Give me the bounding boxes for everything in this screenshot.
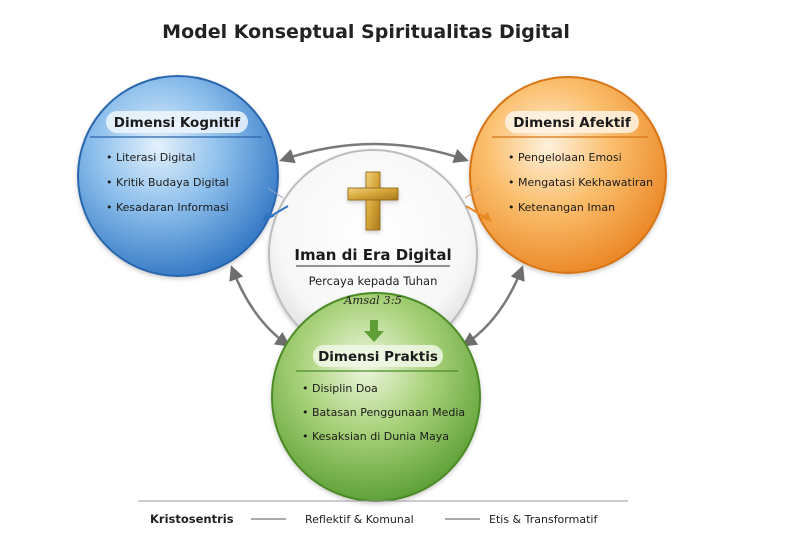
kognitif-title: Dimensi Kognitif <box>114 115 241 131</box>
center-reference: Amsal 3:5 <box>343 293 402 307</box>
kognitif-item-3: • Kesadaran Informasi <box>106 201 229 214</box>
afektif-item-2: • Mengatasi Kekhawatiran <box>508 176 653 189</box>
praktis-title: Dimensi Praktis <box>318 349 438 365</box>
praktis-item-2: • Batasan Penggunaan Media <box>302 406 465 419</box>
footer-item-1: Kristosentris <box>150 512 234 526</box>
praktis-item-1: • Disiplin Doa <box>302 382 378 395</box>
arrow-afektif-praktis <box>461 265 525 347</box>
afektif-circle: Dimensi Afektif • Pengelolaan Emosi • Me… <box>469 76 667 274</box>
center-links <box>262 187 492 342</box>
cross-icon <box>347 171 399 231</box>
center-subtitle: Percaya kepada Tuhan <box>309 274 438 288</box>
afektif-title: Dimensi Afektif <box>513 115 631 131</box>
diagram-title: Model Konseptual Spiritualitas Digital <box>162 21 570 43</box>
praktis-circle: Dimensi Praktis • Disiplin Doa • Batasan… <box>271 292 481 502</box>
kognitif-item-1: • Literasi Digital <box>106 151 195 164</box>
green-arrow-icon <box>364 331 384 342</box>
kognitif-item-2: • Kritik Budaya Digital <box>106 176 229 189</box>
arrow-kognitif-afektif <box>279 142 469 164</box>
connector-arrows <box>229 142 525 347</box>
afektif-item-3: • Ketenangan Iman <box>508 201 615 214</box>
kognitif-circle: Dimensi Kognitif • Literasi Digital • Kr… <box>77 75 279 277</box>
center-title: Iman di Era Digital <box>294 246 451 264</box>
footer-item-2: Reflektif & Komunal <box>305 513 414 526</box>
green-arrow-shaft <box>370 320 378 332</box>
praktis-item-3: • Kesaksian di Dunia Maya <box>302 430 449 443</box>
afektif-item-1: • Pengelolaan Emosi <box>508 151 622 164</box>
arrow-kognitif-praktis <box>229 265 291 347</box>
footer-item-3: Etis & Transformatif <box>489 513 598 526</box>
